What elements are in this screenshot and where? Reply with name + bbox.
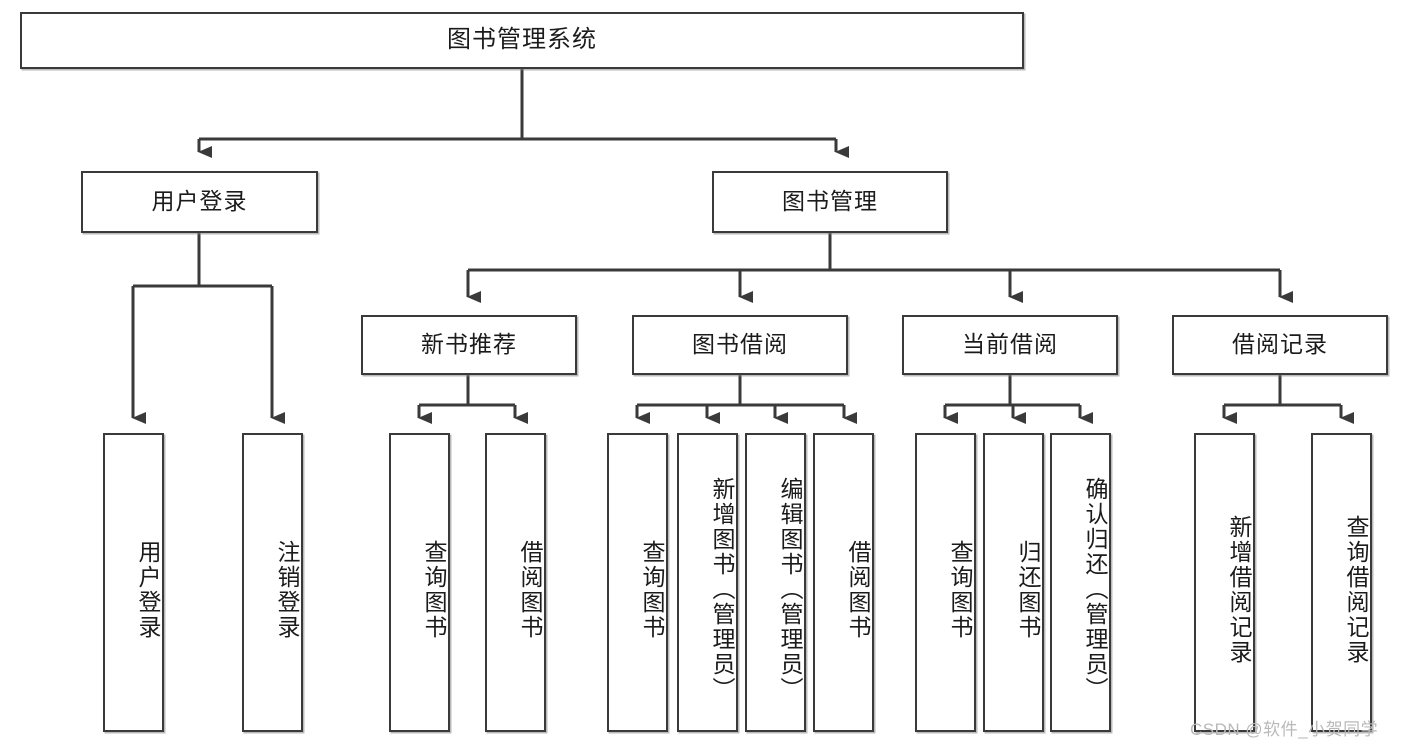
node-label: 图书管理	[782, 188, 878, 215]
leaf-book-borrow-borrow[interactable]: 借阅图书	[813, 433, 874, 732]
leaf-book-borrow-query[interactable]: 查询图书	[607, 433, 668, 732]
leaf-user-login-logout[interactable]: 注销登录	[242, 433, 303, 732]
node-label: 查询图书	[639, 539, 665, 640]
node-book-management[interactable]: 图书管理	[712, 171, 948, 233]
leaf-user-login-login[interactable]: 用户登录	[103, 433, 164, 732]
node-label: 当前借阅	[962, 331, 1058, 358]
leaf-book-borrow-edit[interactable]: 编辑图书（管理员）	[745, 433, 806, 732]
node-label: 新增借阅记录	[1226, 514, 1252, 665]
node-label: 新书推荐	[421, 331, 517, 358]
node-label: 用户登录	[135, 539, 161, 640]
leaf-borrow-record-query[interactable]: 查询借阅记录	[1311, 433, 1372, 732]
node-label: 用户登录	[151, 188, 248, 215]
leaf-new-book-query[interactable]: 查询图书	[389, 433, 450, 732]
leaf-current-borrow-return[interactable]: 归还图书	[983, 433, 1044, 732]
node-label: 借阅记录	[1232, 331, 1328, 358]
node-label: 图书借阅	[692, 331, 788, 358]
node-new-book-recommend[interactable]: 新书推荐	[361, 315, 577, 375]
node-label: 编辑图书（管理员）	[777, 477, 803, 702]
node-current-borrow[interactable]: 当前借阅	[902, 315, 1118, 375]
node-user-login[interactable]: 用户登录	[81, 171, 318, 233]
node-label: 查询图书	[421, 539, 447, 640]
node-label: 归还图书	[1015, 539, 1041, 640]
node-label: 查询借阅记录	[1343, 514, 1369, 665]
node-label: 新增图书（管理员）	[709, 477, 735, 702]
node-label: 借阅图书	[517, 539, 543, 640]
node-label: 查询图书	[947, 539, 973, 640]
leaf-current-borrow-confirm-return[interactable]: 确认归还（管理员）	[1050, 433, 1111, 732]
leaf-current-borrow-query[interactable]: 查询图书	[915, 433, 976, 732]
node-root-book-management-system[interactable]: 图书管理系统	[20, 12, 1024, 69]
node-book-borrow[interactable]: 图书借阅	[632, 315, 848, 375]
node-label: 借阅图书	[845, 539, 871, 640]
node-label: 注销登录	[274, 539, 300, 640]
node-label: 图书管理系统	[447, 26, 597, 54]
csdn-watermark: CSDN @软件_小贺同学	[1190, 720, 1379, 739]
leaf-book-borrow-add[interactable]: 新增图书（管理员）	[677, 433, 738, 732]
node-label: 确认归还（管理员）	[1082, 477, 1108, 702]
leaf-new-book-borrow[interactable]: 借阅图书	[485, 433, 546, 732]
node-borrow-record[interactable]: 借阅记录	[1172, 315, 1388, 375]
leaf-borrow-record-add[interactable]: 新增借阅记录	[1194, 433, 1255, 732]
